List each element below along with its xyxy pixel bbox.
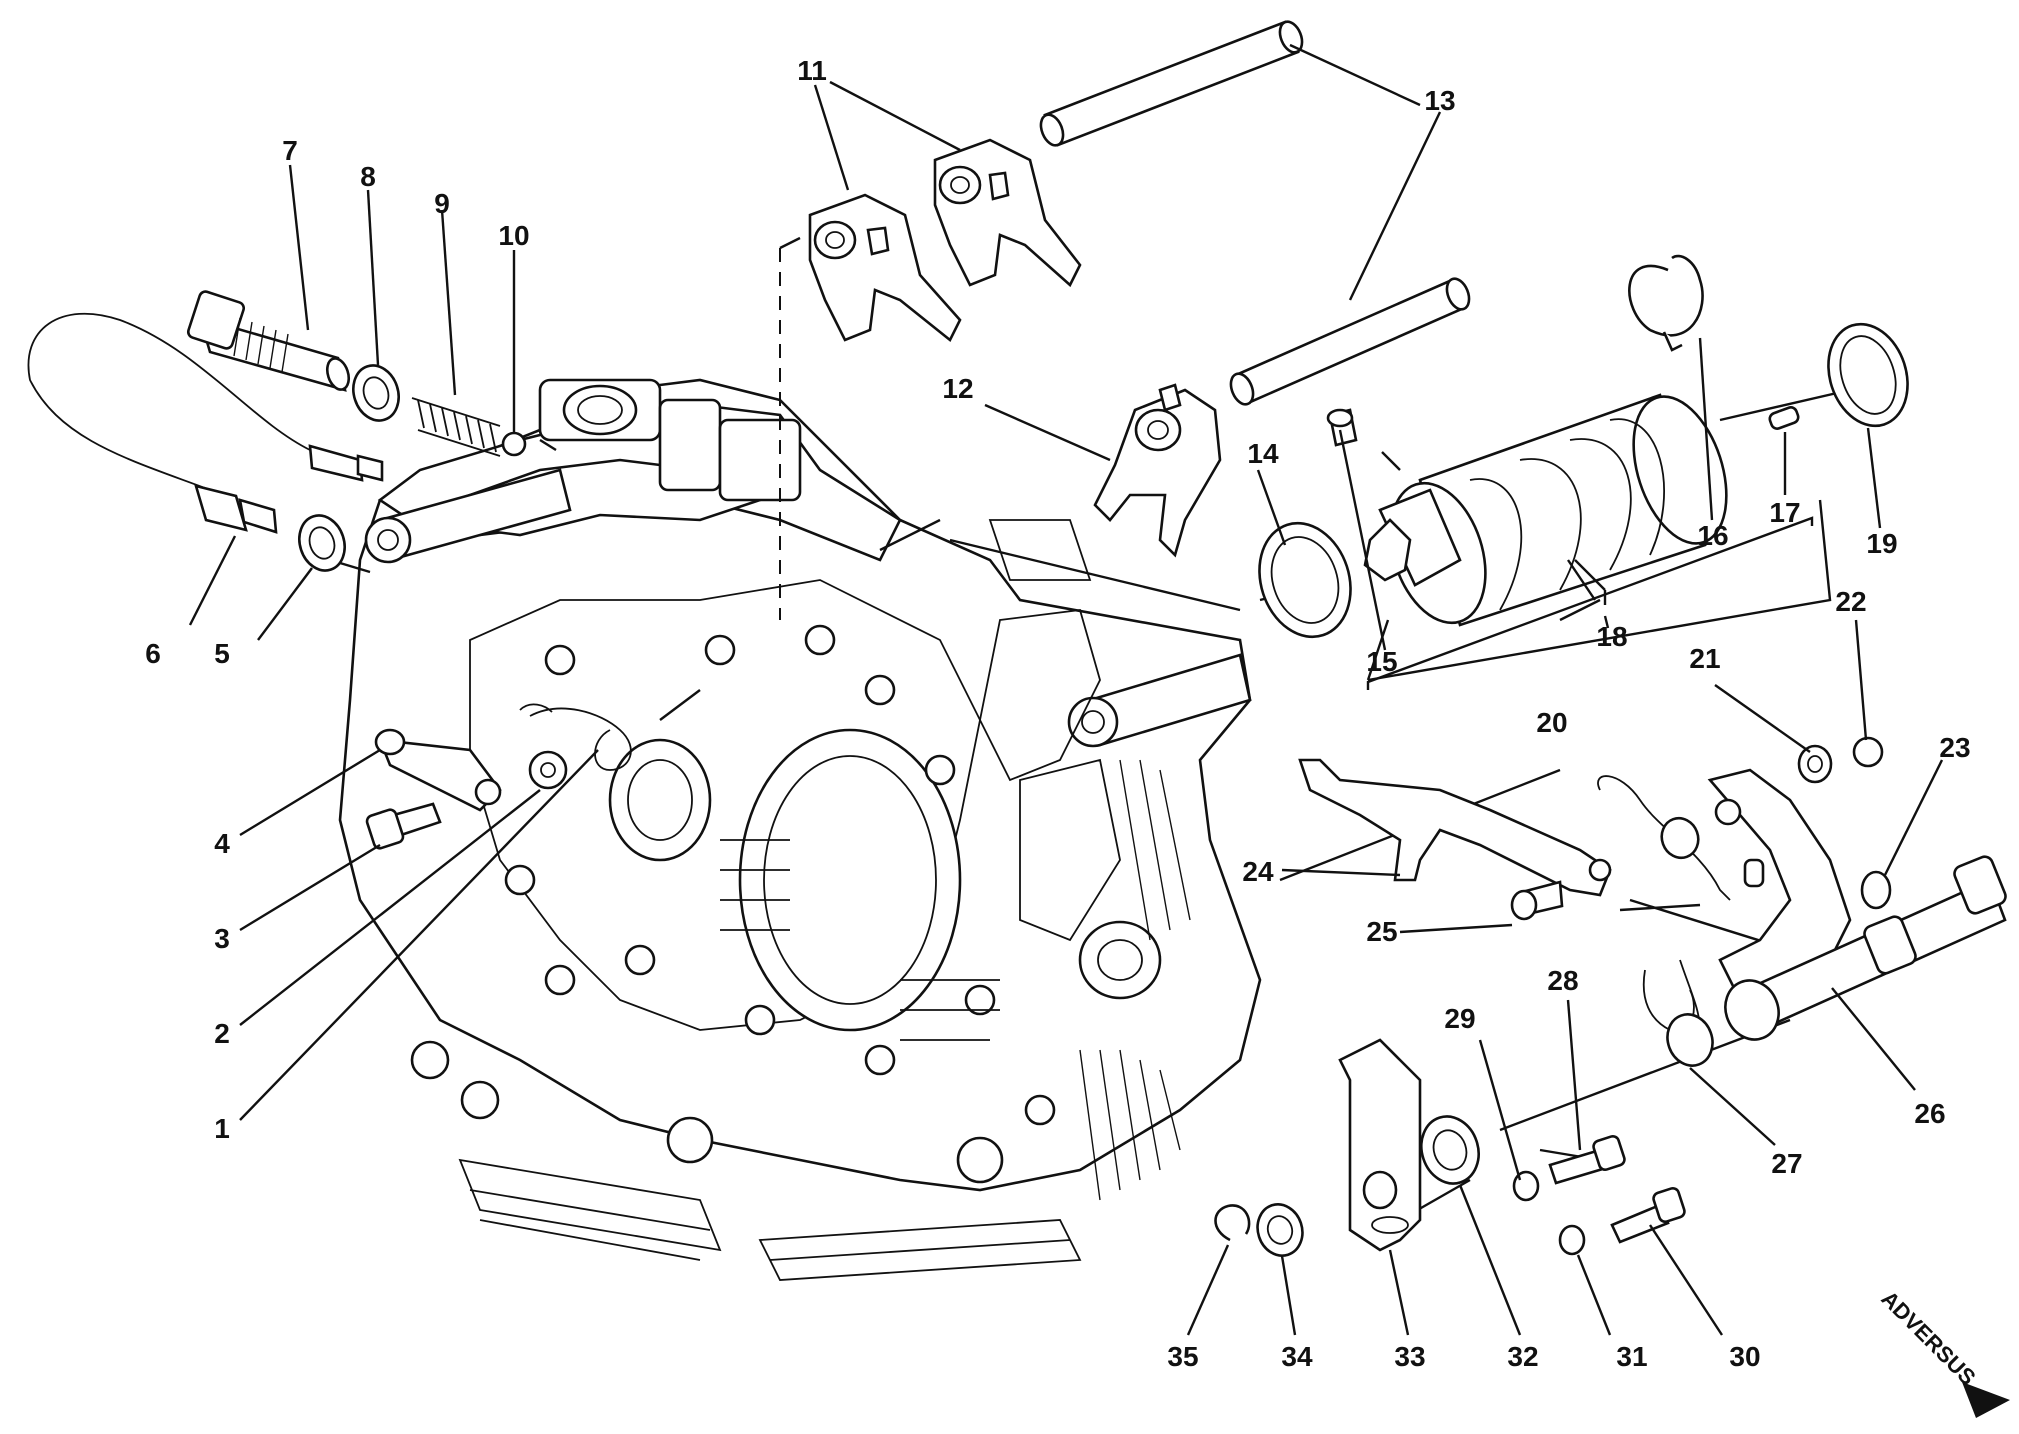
callout-label-16: 16 bbox=[1697, 520, 1728, 551]
callout-label-26: 26 bbox=[1914, 1098, 1945, 1129]
callout-label-28: 28 bbox=[1547, 965, 1578, 996]
callout-label-8: 8 bbox=[360, 161, 376, 192]
shift-forks bbox=[808, 138, 1222, 558]
callout-label-6: 6 bbox=[145, 638, 161, 669]
callout-label-33: 33 bbox=[1394, 1341, 1425, 1372]
callout-label-31: 31 bbox=[1616, 1341, 1647, 1372]
callout-label-14: 14 bbox=[1247, 438, 1279, 469]
callout-label-12: 12 bbox=[942, 373, 973, 404]
callout-label-19: 19 bbox=[1866, 528, 1897, 559]
callout-label-25: 25 bbox=[1366, 916, 1397, 947]
callout-label-17: 17 bbox=[1769, 497, 1800, 528]
callout-label-21: 21 bbox=[1689, 643, 1720, 674]
arrow-icon bbox=[1962, 1382, 2010, 1418]
callout-label-18: 18 bbox=[1596, 621, 1627, 652]
callout-label-3: 3 bbox=[214, 923, 230, 954]
callout-label-4: 4 bbox=[214, 828, 230, 859]
crankcase-bolt-bosses bbox=[410, 624, 1056, 1184]
callout-label-9: 9 bbox=[434, 188, 450, 219]
detent-lever-assembly bbox=[365, 703, 632, 850]
leader-lines bbox=[188, 43, 1944, 1336]
callout-label-29: 29 bbox=[1444, 1003, 1475, 1034]
callout-label-13: 13 bbox=[1424, 85, 1455, 116]
callout-label-34: 34 bbox=[1281, 1341, 1313, 1372]
gearshift-assembly bbox=[1214, 736, 2007, 1257]
group-bracket bbox=[1366, 516, 1814, 690]
watermark-text: ADVERSUS bbox=[1876, 1286, 1980, 1390]
neutral-switch-assembly bbox=[27, 290, 527, 534]
callout-label-24: 24 bbox=[1242, 856, 1274, 887]
callout-label-1: 1 bbox=[214, 1113, 230, 1144]
callout-label-23: 23 bbox=[1939, 732, 1970, 763]
callout-label-11: 11 bbox=[797, 55, 827, 86]
callout-label-22: 22 bbox=[1835, 586, 1866, 617]
callout-label-2: 2 bbox=[214, 1018, 230, 1049]
callout-label-35: 35 bbox=[1167, 1341, 1198, 1372]
callout-label-20: 20 bbox=[1536, 707, 1567, 738]
assembly-guide-lines bbox=[329, 236, 1851, 1222]
seals-and-rings bbox=[298, 254, 1909, 639]
crankcase-half bbox=[338, 378, 1262, 1281]
callout-label-32: 32 bbox=[1507, 1341, 1538, 1372]
fork-shafts bbox=[1039, 20, 1471, 406]
selector-drum bbox=[1363, 393, 1728, 627]
callout-label-30: 30 bbox=[1729, 1341, 1760, 1372]
callout-label-5: 5 bbox=[214, 638, 230, 669]
callout-label-7: 7 bbox=[282, 135, 298, 166]
callout-label-27: 27 bbox=[1771, 1148, 1802, 1179]
sump-fins bbox=[458, 759, 1191, 1281]
watermark: ADVERSUS bbox=[1876, 1286, 1980, 1390]
callout-label-10: 10 bbox=[498, 220, 529, 251]
